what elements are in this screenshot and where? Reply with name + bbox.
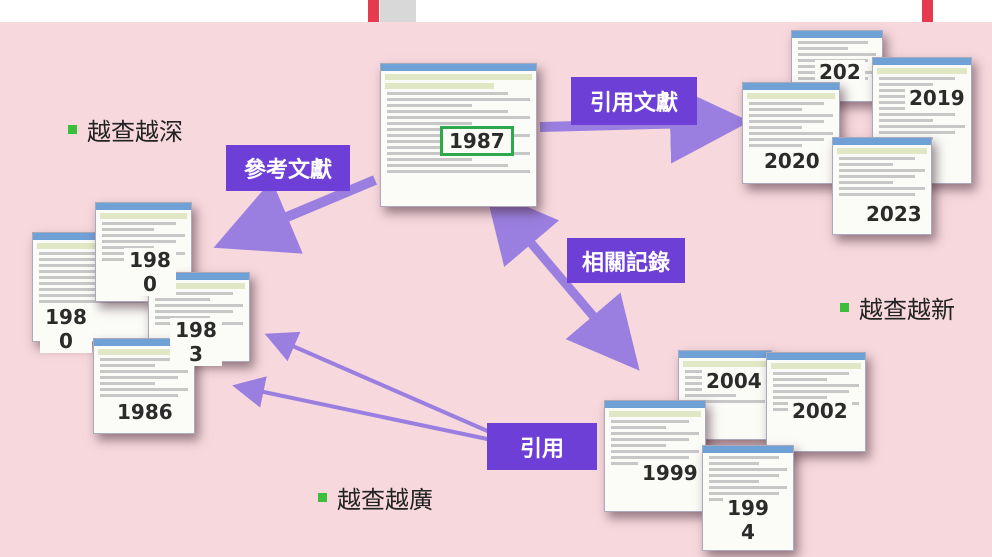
top-bar — [0, 0, 992, 22]
bullet-deeper: 越查越深 — [68, 112, 183, 147]
red-marker-left — [368, 0, 379, 22]
year-1986: 1986 — [113, 400, 177, 424]
bullet-newer: 越查越新 — [840, 290, 955, 325]
year-2020: 2020 — [760, 149, 824, 173]
year-2023: 2023 — [862, 202, 926, 226]
year-202x: 202 — [815, 60, 865, 84]
label-cite: 引用 — [487, 423, 597, 470]
label-references: 參考文獻 — [226, 145, 350, 191]
year-1987: 1987 — [440, 126, 514, 156]
doc-1999 — [604, 400, 706, 512]
year-1999: 1999 — [638, 461, 702, 485]
bullet-broader: 越查越廣 — [318, 480, 433, 515]
label-related: 相關記錄 — [567, 238, 685, 283]
year-2004: 2004 — [702, 369, 766, 393]
label-citing: 引用文獻 — [571, 77, 697, 125]
cite-arrow-upper — [264, 331, 493, 435]
window-edge-left — [380, 0, 416, 22]
red-marker-right — [922, 0, 933, 22]
year-2019: 2019 — [905, 86, 969, 110]
references-arrow — [213, 175, 377, 254]
related-records-arrow — [485, 188, 640, 371]
year-2002: 2002 — [788, 399, 852, 423]
cite-arrow-lower — [232, 376, 493, 442]
